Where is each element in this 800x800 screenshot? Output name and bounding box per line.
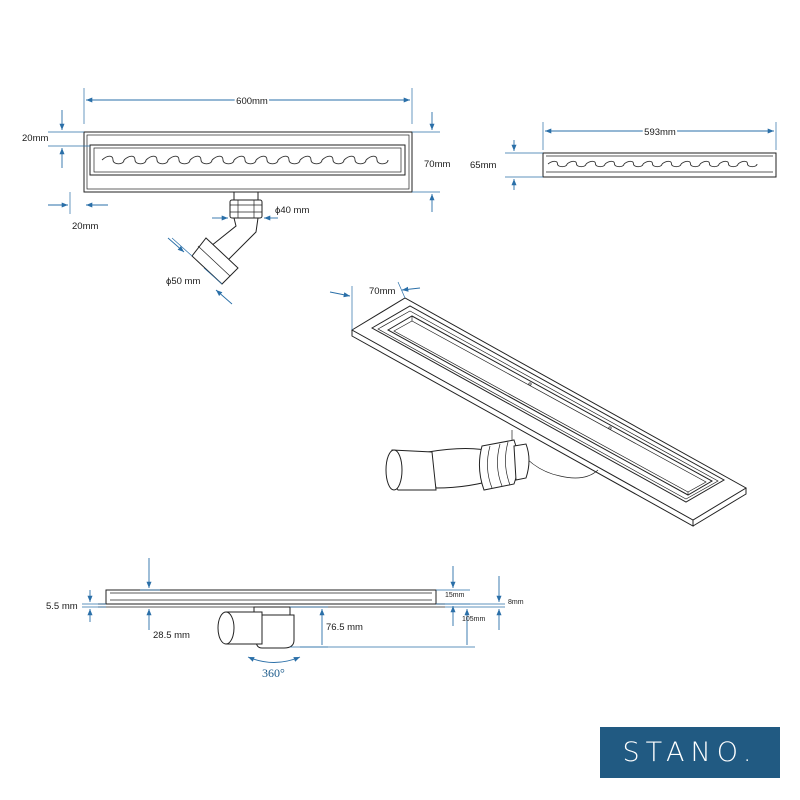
grate-inner bbox=[93, 147, 402, 173]
dim-8-label: 8mm bbox=[508, 599, 524, 606]
outlet-nut bbox=[233, 191, 259, 201]
wave-motif bbox=[167, 155, 191, 165]
dim-593-label: 593mm bbox=[644, 127, 676, 138]
wave-motif bbox=[642, 160, 663, 168]
wave-motif bbox=[718, 160, 739, 168]
plate-inner bbox=[86, 134, 410, 190]
iso-view: 70mm bbox=[329, 281, 747, 527]
dim-15-label: 15mm bbox=[445, 592, 465, 599]
wave-motif bbox=[277, 155, 301, 165]
wave-motif bbox=[604, 160, 625, 168]
iso-nut bbox=[478, 439, 519, 491]
wave-motif bbox=[699, 160, 720, 168]
rotation-arc bbox=[247, 656, 301, 663]
side-channel bbox=[542, 152, 777, 178]
wave-motif bbox=[233, 155, 257, 165]
plate-outline bbox=[83, 131, 413, 193]
dim-28-5-label: 28.5 mm bbox=[153, 630, 190, 641]
wave-motif bbox=[566, 160, 587, 168]
wave-motif bbox=[680, 160, 701, 168]
wave-motif bbox=[343, 155, 367, 165]
brand-logo: STANO. bbox=[600, 727, 780, 778]
wave-motif bbox=[623, 160, 644, 168]
wave-motif bbox=[255, 155, 279, 165]
dim-phi40-label: ϕ40 mm bbox=[275, 205, 309, 216]
wave-motif bbox=[189, 155, 213, 165]
rotation-label: 360° bbox=[262, 666, 285, 680]
dim-65-label: 65mm bbox=[470, 160, 496, 171]
grate-outline bbox=[89, 144, 406, 176]
iso-grate bbox=[386, 315, 714, 496]
top-view: 600mm 20mm 20mm 70mm bbox=[22, 88, 450, 305]
section-view: 360° 5.5 mm 28.5 mm 76.5 mm 15mm 105mm 8 bbox=[46, 558, 524, 680]
dim-20-top-label: 20mm bbox=[22, 133, 48, 144]
wave-motif bbox=[365, 155, 389, 165]
brand-logo-text: STANO. bbox=[622, 737, 758, 768]
dim-20-bottom-label: 20mm bbox=[72, 221, 98, 232]
wave-motif bbox=[101, 155, 125, 165]
wave-motif bbox=[211, 155, 235, 165]
dim-phi50-label: ϕ50 mm bbox=[166, 276, 200, 287]
wave-motif bbox=[547, 160, 568, 168]
side-view: 593mm 65mm bbox=[470, 122, 777, 190]
grate-wave-pattern bbox=[101, 155, 389, 165]
wave-motif bbox=[737, 160, 758, 168]
dim-600-label: 600mm bbox=[236, 96, 268, 107]
section-channel bbox=[105, 589, 437, 605]
side-wave-pattern bbox=[547, 160, 758, 168]
wave-motif bbox=[299, 155, 323, 165]
dim-105-label: 105mm bbox=[462, 616, 486, 623]
dim-70-label: 70mm bbox=[424, 159, 450, 170]
dim-5-5-label: 5.5 mm bbox=[46, 601, 78, 612]
wave-motif bbox=[321, 155, 345, 165]
wave-motif bbox=[585, 160, 606, 168]
dim-70-iso-label: 70mm bbox=[369, 286, 395, 297]
dim-76-5-label: 76.5 mm bbox=[326, 622, 363, 633]
wave-motif bbox=[661, 160, 682, 168]
wave-motif bbox=[145, 155, 169, 165]
wave-motif bbox=[123, 155, 147, 165]
